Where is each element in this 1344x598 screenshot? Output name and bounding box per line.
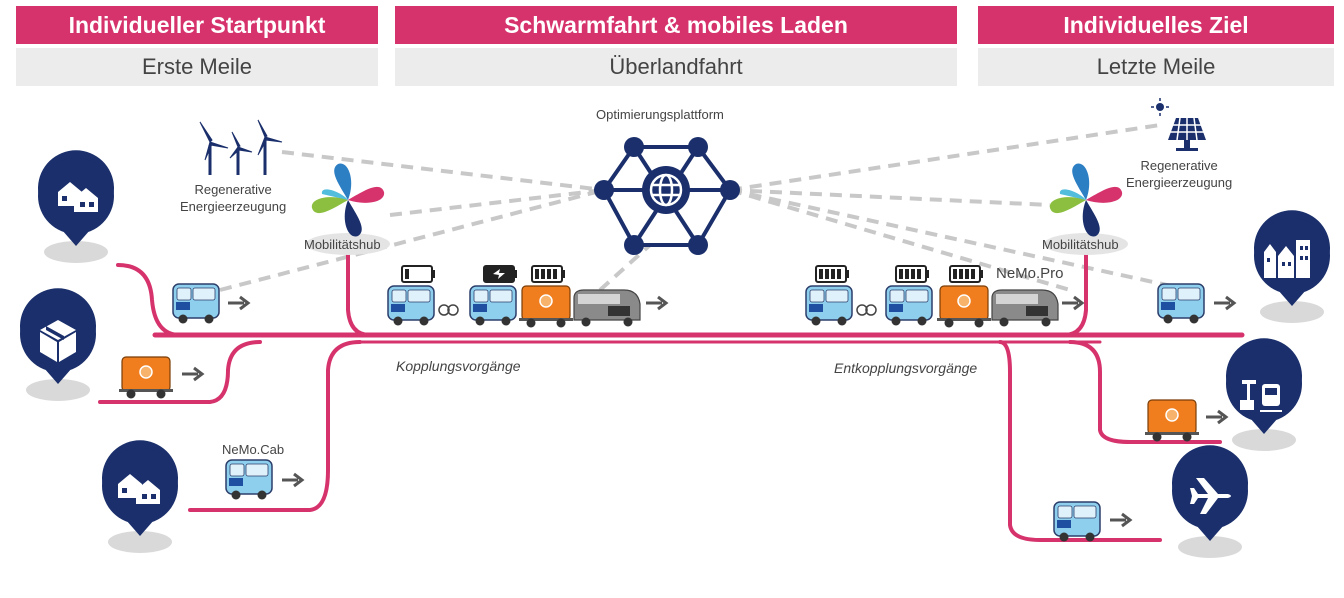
subheader-destination: Letzte Meile — [978, 48, 1334, 86]
header-start: Individueller Startpunkt — [16, 6, 378, 44]
arrow-icon — [1060, 295, 1084, 311]
globe-icon — [649, 173, 683, 207]
road-network — [98, 253, 1245, 542]
cab-vehicle — [805, 285, 853, 327]
arrow-icon — [280, 472, 304, 488]
cargo-trailer — [518, 285, 574, 329]
battery-full-icon — [895, 265, 930, 283]
header-destination-title: Individuelles Ziel — [1063, 11, 1249, 38]
header-swarm-title: Schwarmfahrt & mobiles Laden — [504, 11, 848, 38]
coupling-label: Kopplungsvorgänge — [396, 358, 521, 374]
hub-left-label: Mobilitätshub — [304, 237, 381, 252]
solar-panel-icon — [1151, 98, 1206, 151]
wind-turbine-icon — [199, 119, 283, 175]
train-station-icon — [1240, 380, 1282, 412]
battery-low-icon — [401, 265, 436, 283]
cab-vehicle — [387, 285, 435, 327]
pro-vehicle — [573, 289, 641, 328]
cargo-trailer — [1144, 399, 1200, 443]
cargo-trailer — [118, 356, 174, 400]
cab-vehicle — [172, 283, 220, 325]
nemo-pro-label: NeMo.Pro — [996, 265, 1064, 282]
subheader-swarm-label: Überlandfahrt — [609, 54, 743, 79]
arrow-icon — [1204, 409, 1228, 425]
platform-nodes — [594, 137, 740, 255]
battery-full-icon — [815, 265, 850, 283]
subheader-destination-label: Letzte Meile — [1096, 54, 1216, 79]
cab-vehicle — [1053, 501, 1101, 543]
cab-vehicle — [225, 459, 273, 501]
battery-charging-icon — [483, 265, 518, 283]
airplane-icon — [1190, 478, 1231, 514]
hub-right-label: Mobilitätshub — [1042, 237, 1119, 252]
platform-label: Optimierungsplattform — [596, 107, 724, 122]
parcel-icon — [40, 320, 76, 362]
pro-vehicle — [991, 289, 1059, 328]
coupling-icon — [856, 304, 877, 316]
houses-icon — [118, 474, 160, 504]
subheader-swarm: Überlandfahrt — [395, 48, 957, 86]
subheader-start-label: Erste Meile — [141, 54, 253, 79]
pin-parcel — [19, 288, 96, 401]
regen-right-label: Regenerative Energieerzeugung — [1126, 158, 1233, 190]
nemo-cab-label: NeMo.Cab — [222, 442, 285, 457]
header-destination: Individuelles Ziel — [978, 6, 1334, 44]
header-swarm: Schwarmfahrt & mobiles Laden — [395, 6, 957, 44]
houses-icon — [58, 182, 98, 212]
cab-vehicle — [885, 285, 933, 327]
cab-vehicle — [1157, 283, 1205, 325]
coupling-icon — [438, 304, 459, 316]
header-start-title: Individueller Startpunkt — [68, 11, 326, 38]
arrow-icon — [180, 366, 204, 382]
decoupling-label: Entkopplungsvorgänge — [834, 360, 978, 376]
arrow-icon — [1212, 295, 1236, 311]
arrow-icon — [226, 295, 250, 311]
cab-vehicle — [469, 285, 517, 327]
communication-lines — [219, 123, 1191, 292]
subheader-start: Erste Meile — [16, 48, 378, 86]
battery-full-icon — [949, 265, 984, 283]
arrow-icon — [1108, 512, 1132, 528]
arrow-icon — [644, 295, 668, 311]
cargo-trailer — [936, 285, 992, 329]
regen-left-label: Regenerative Energieerzeugung — [180, 182, 287, 214]
city-icon — [1264, 240, 1310, 278]
battery-full-icon — [531, 265, 566, 283]
